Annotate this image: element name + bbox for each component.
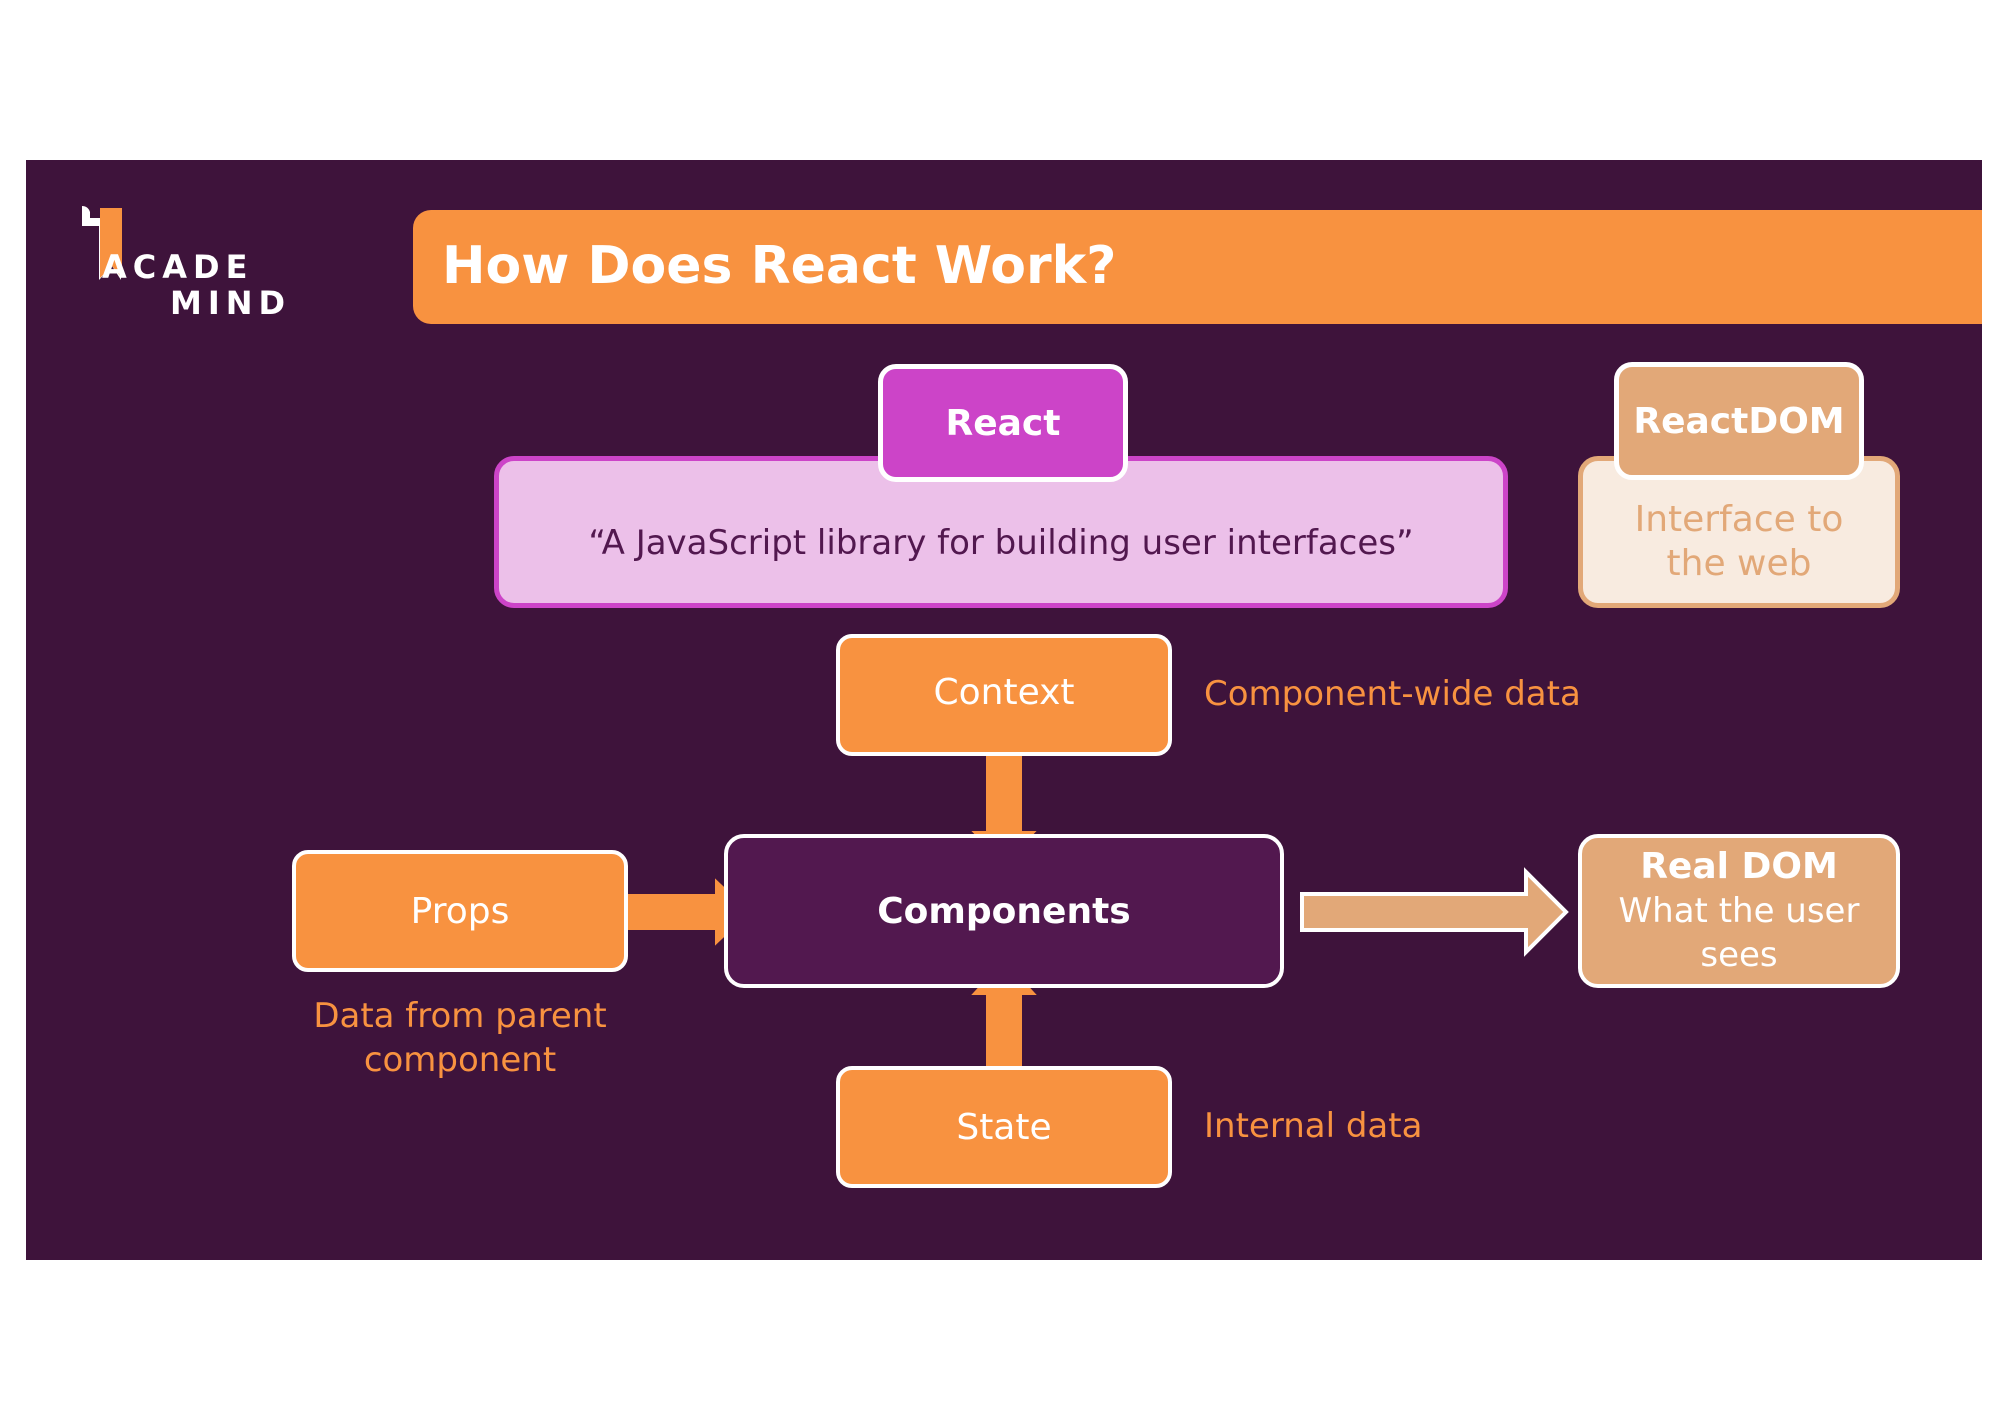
react-dom-description: Interface to the web [1634, 499, 1844, 584]
react-label-box: React [878, 364, 1128, 482]
components-box: Components [724, 834, 1284, 988]
state-label: State [956, 1106, 1052, 1148]
real-dom-label: Real DOM [1640, 846, 1838, 887]
react-dom-label-box: ReactDOM [1614, 362, 1864, 480]
react-dom-label: ReactDOM [1633, 400, 1845, 442]
components-label: Components [877, 890, 1131, 932]
page-title: How Does React Work? [442, 236, 1117, 296]
state-note: Internal data [1204, 1106, 1423, 1146]
context-label: Context [933, 671, 1075, 713]
props-label: Props [410, 890, 510, 932]
props-box: Props [292, 850, 628, 972]
state-box: State [836, 1066, 1172, 1188]
real-dom-box: Real DOM What the user sees [1578, 834, 1900, 988]
logo-line-1: ACADE [102, 248, 254, 286]
academind-logo [82, 206, 122, 280]
react-label: React [945, 402, 1061, 444]
context-note: Component-wide data [1204, 674, 1581, 714]
title-bar [413, 210, 1982, 324]
context-box: Context [836, 634, 1172, 756]
real-dom-description: What the user sees [1618, 891, 1860, 975]
react-description: “A JavaScript library for building user … [588, 523, 1414, 563]
logo-line-2: MIND [170, 284, 292, 322]
react-dom-description-box: Interface to the web [1578, 456, 1900, 608]
props-note: Data from parent component [313, 996, 607, 1080]
arrow-components-to-real-dom [1300, 867, 1569, 957]
